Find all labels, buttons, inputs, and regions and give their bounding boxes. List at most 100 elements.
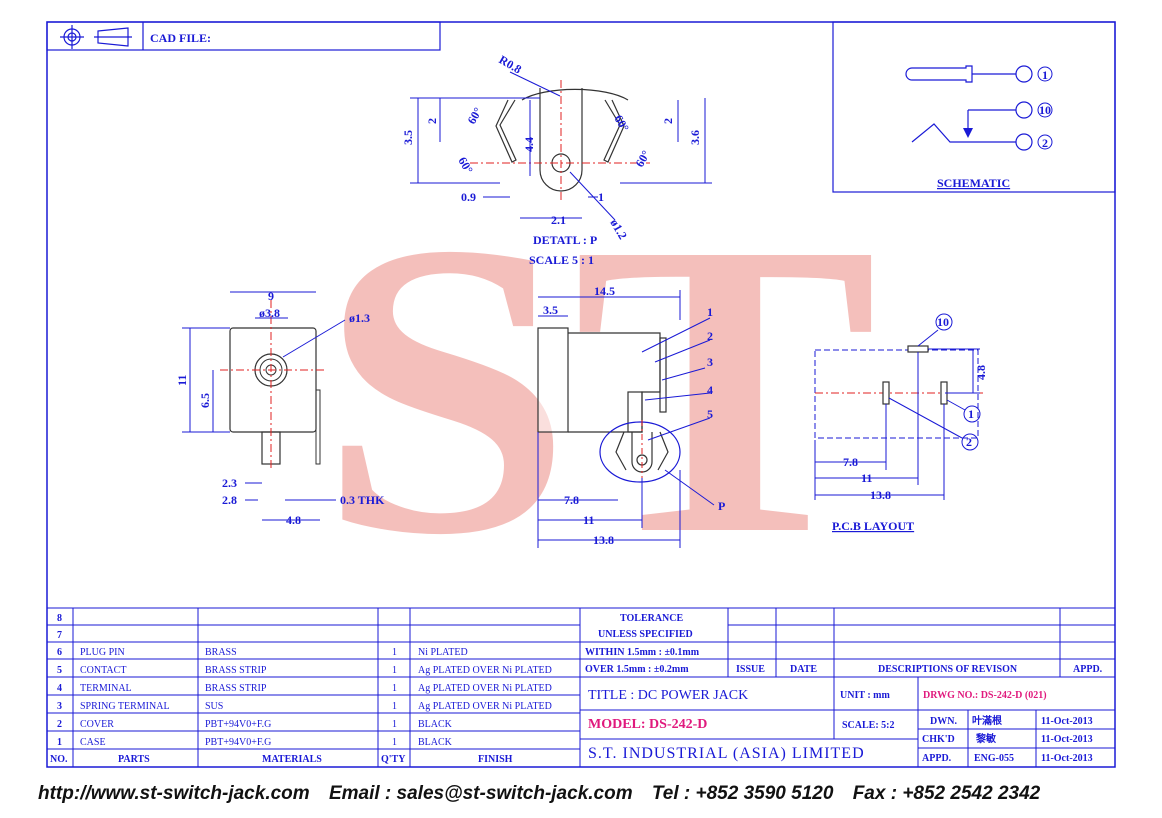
row-part: COVER (80, 719, 114, 730)
side-view: 14.5 3.5 1 2 3 4 5 P 7.8 11 13.8 (537, 284, 725, 548)
side-dim-7-8: 7.8 (564, 493, 579, 507)
front-dim-dia-1-3: ø1.3 (349, 311, 370, 325)
tolerance-over: OVER 1.5mm : ±0.2mm (585, 664, 689, 675)
title-block (580, 608, 1115, 767)
pcb-dim-11: 11 (861, 471, 872, 485)
chkd-date: 11-Oct-2013 (1041, 734, 1093, 745)
contact-footer: http://www.st-switch-jack.com Email : sa… (38, 783, 1148, 805)
row-qty: 1 (392, 719, 397, 730)
side-dim-14-5: 14.5 (594, 284, 615, 298)
side-dim-3-5: 3.5 (543, 303, 558, 317)
header-finish: FINISH (478, 754, 513, 765)
row-no: 7 (57, 630, 62, 641)
detail-dim-angle-1: 60° (464, 105, 485, 127)
row-material: PBT+94V0+F.G (205, 719, 271, 730)
row-finish: BLACK (418, 719, 453, 730)
tolerance-within: WITHIN 1.5mm : ±0.1mm (585, 647, 700, 658)
schematic-pin-2: 2 (1042, 136, 1048, 150)
front-dim-dia-3-8: ø3.8 (259, 306, 280, 320)
appd-name: ENG-055 (974, 753, 1014, 764)
row-material: BRASS (205, 647, 237, 658)
header-materials: MATERIALS (262, 754, 322, 765)
row-finish: Ag PLATED OVER Ni PLATED (418, 665, 552, 676)
front-dim-0-3-thk: 0.3 THK (340, 493, 385, 507)
email-link[interactable]: Email : sales@st-switch-jack.com (328, 783, 633, 804)
side-dim-13-8: 13.8 (593, 533, 614, 547)
side-detail-marker: P (718, 499, 725, 513)
front-dim-11: 11 (175, 375, 189, 386)
parts-table (47, 607, 1115, 767)
pcb-pin-1: 1 (968, 407, 974, 421)
drawing-title: TITLE : DC POWER JACK (588, 688, 748, 703)
appd-header: APPD. (1073, 664, 1103, 675)
detail-dim-radius: R0.8 (497, 52, 525, 76)
cad-file-label: CAD FILE: (150, 31, 211, 45)
detail-title: DETATL : P (533, 233, 597, 247)
row-finish: Ni PLATED (418, 647, 468, 658)
telephone: Tel : +852 3590 5120 (651, 783, 834, 804)
descriptions-header: DESCRIPTIONS OF REVISON (878, 664, 1018, 675)
row-finish: Ag PLATED OVER Ni PLATED (418, 683, 552, 694)
tolerance-label: TOLERANCE (620, 613, 683, 624)
row-qty: 1 (392, 701, 397, 712)
front-dim-2-8: 2.8 (222, 493, 237, 507)
row-qty: 1 (392, 665, 397, 676)
row-material: SUS (205, 701, 223, 712)
company-name: S.T. INDUSTRIAL (ASIA) LIMITED (588, 745, 865, 762)
detail-dim-2-1: 2.1 (551, 213, 566, 227)
row-part: CASE (80, 737, 106, 748)
row-part: PLUG PIN (80, 647, 125, 658)
front-dim-2-3: 2.3 (222, 476, 237, 490)
front-dim-4-8: 4.8 (286, 513, 301, 527)
schematic-title: SCHEMATIC (937, 176, 1010, 190)
pcb-pin-10: 10 (937, 315, 949, 329)
appd-date: 11-Oct-2013 (1041, 753, 1093, 764)
row-material: BRASS STRIP (205, 665, 267, 676)
row-no: 5 (57, 665, 62, 676)
scale: SCALE: 5:2 (842, 720, 895, 731)
appd-label: APPD. (922, 753, 952, 764)
dwn-label: DWN. (930, 716, 957, 727)
dwn-date: 11-Oct-2013 (1041, 716, 1093, 727)
pcb-dim-13-8: 13.8 (870, 488, 891, 502)
header-parts: PARTS (118, 754, 150, 765)
issue-header: ISSUE (736, 664, 765, 675)
row-material: BRASS STRIP (205, 683, 267, 694)
website-link[interactable]: http://www.st-switch-jack.com (38, 783, 310, 804)
projection-symbol-icon (60, 25, 132, 49)
detail-dim-2-left: 2 (425, 118, 439, 124)
row-qty: 1 (392, 683, 397, 694)
side-dim-11: 11 (583, 513, 594, 527)
row-no: 2 (57, 719, 62, 730)
detail-dim-2-right: 2 (661, 118, 675, 124)
pcb-layout: 10 1 2 4.8 7.8 11 13.8 P.C.B LAYOUT (814, 313, 988, 533)
tolerance-note: UNLESS SPECIFIED (598, 629, 693, 640)
front-dim-6-5: 6.5 (198, 393, 212, 408)
detail-p-view: R0.8 3.5 2 60° 60° 4.4 60° 60° 2 3.6 0.9… (401, 52, 712, 267)
row-part: TERMINAL (80, 683, 132, 694)
row-no: 3 (57, 701, 62, 712)
drawing-frame (46, 21, 1116, 768)
row-no: 4 (57, 683, 62, 694)
front-dim-9: 9 (268, 289, 274, 303)
detail-scale: SCALE 5 : 1 (529, 253, 594, 267)
detail-dim-3-5: 3.5 (401, 130, 415, 145)
row-qty: 1 (392, 647, 397, 658)
chkd-label: CHK'D (922, 734, 955, 745)
drawing-number: DRWG NO.: DS-242-D (021) (923, 690, 1047, 701)
model: MODEL: DS-242-D (588, 717, 707, 732)
header-qty: Q'TY (381, 754, 406, 765)
header-no: NO. (50, 754, 68, 765)
schematic: 1 10 2 SCHEMATIC (832, 21, 1116, 193)
pcb-title: P.C.B LAYOUT (832, 519, 914, 533)
parts-table-text: 8 7 6 PLUG PIN BRASS 1 Ni PLATED 5 CONTA… (50, 613, 552, 765)
chkd-name: 黎敏 (976, 732, 996, 745)
detail-dim-4-4: 4.4 (522, 137, 536, 152)
detail-dim-0-9: 0.9 (461, 190, 476, 204)
side-callout-2: 2 (707, 329, 713, 343)
detail-dim-1: 1 (598, 190, 604, 204)
date-header: DATE (790, 664, 817, 675)
row-finish: Ag PLATED OVER Ni PLATED (418, 701, 552, 712)
row-qty: 1 (392, 737, 397, 748)
watermark-logo: ST (318, 156, 878, 621)
